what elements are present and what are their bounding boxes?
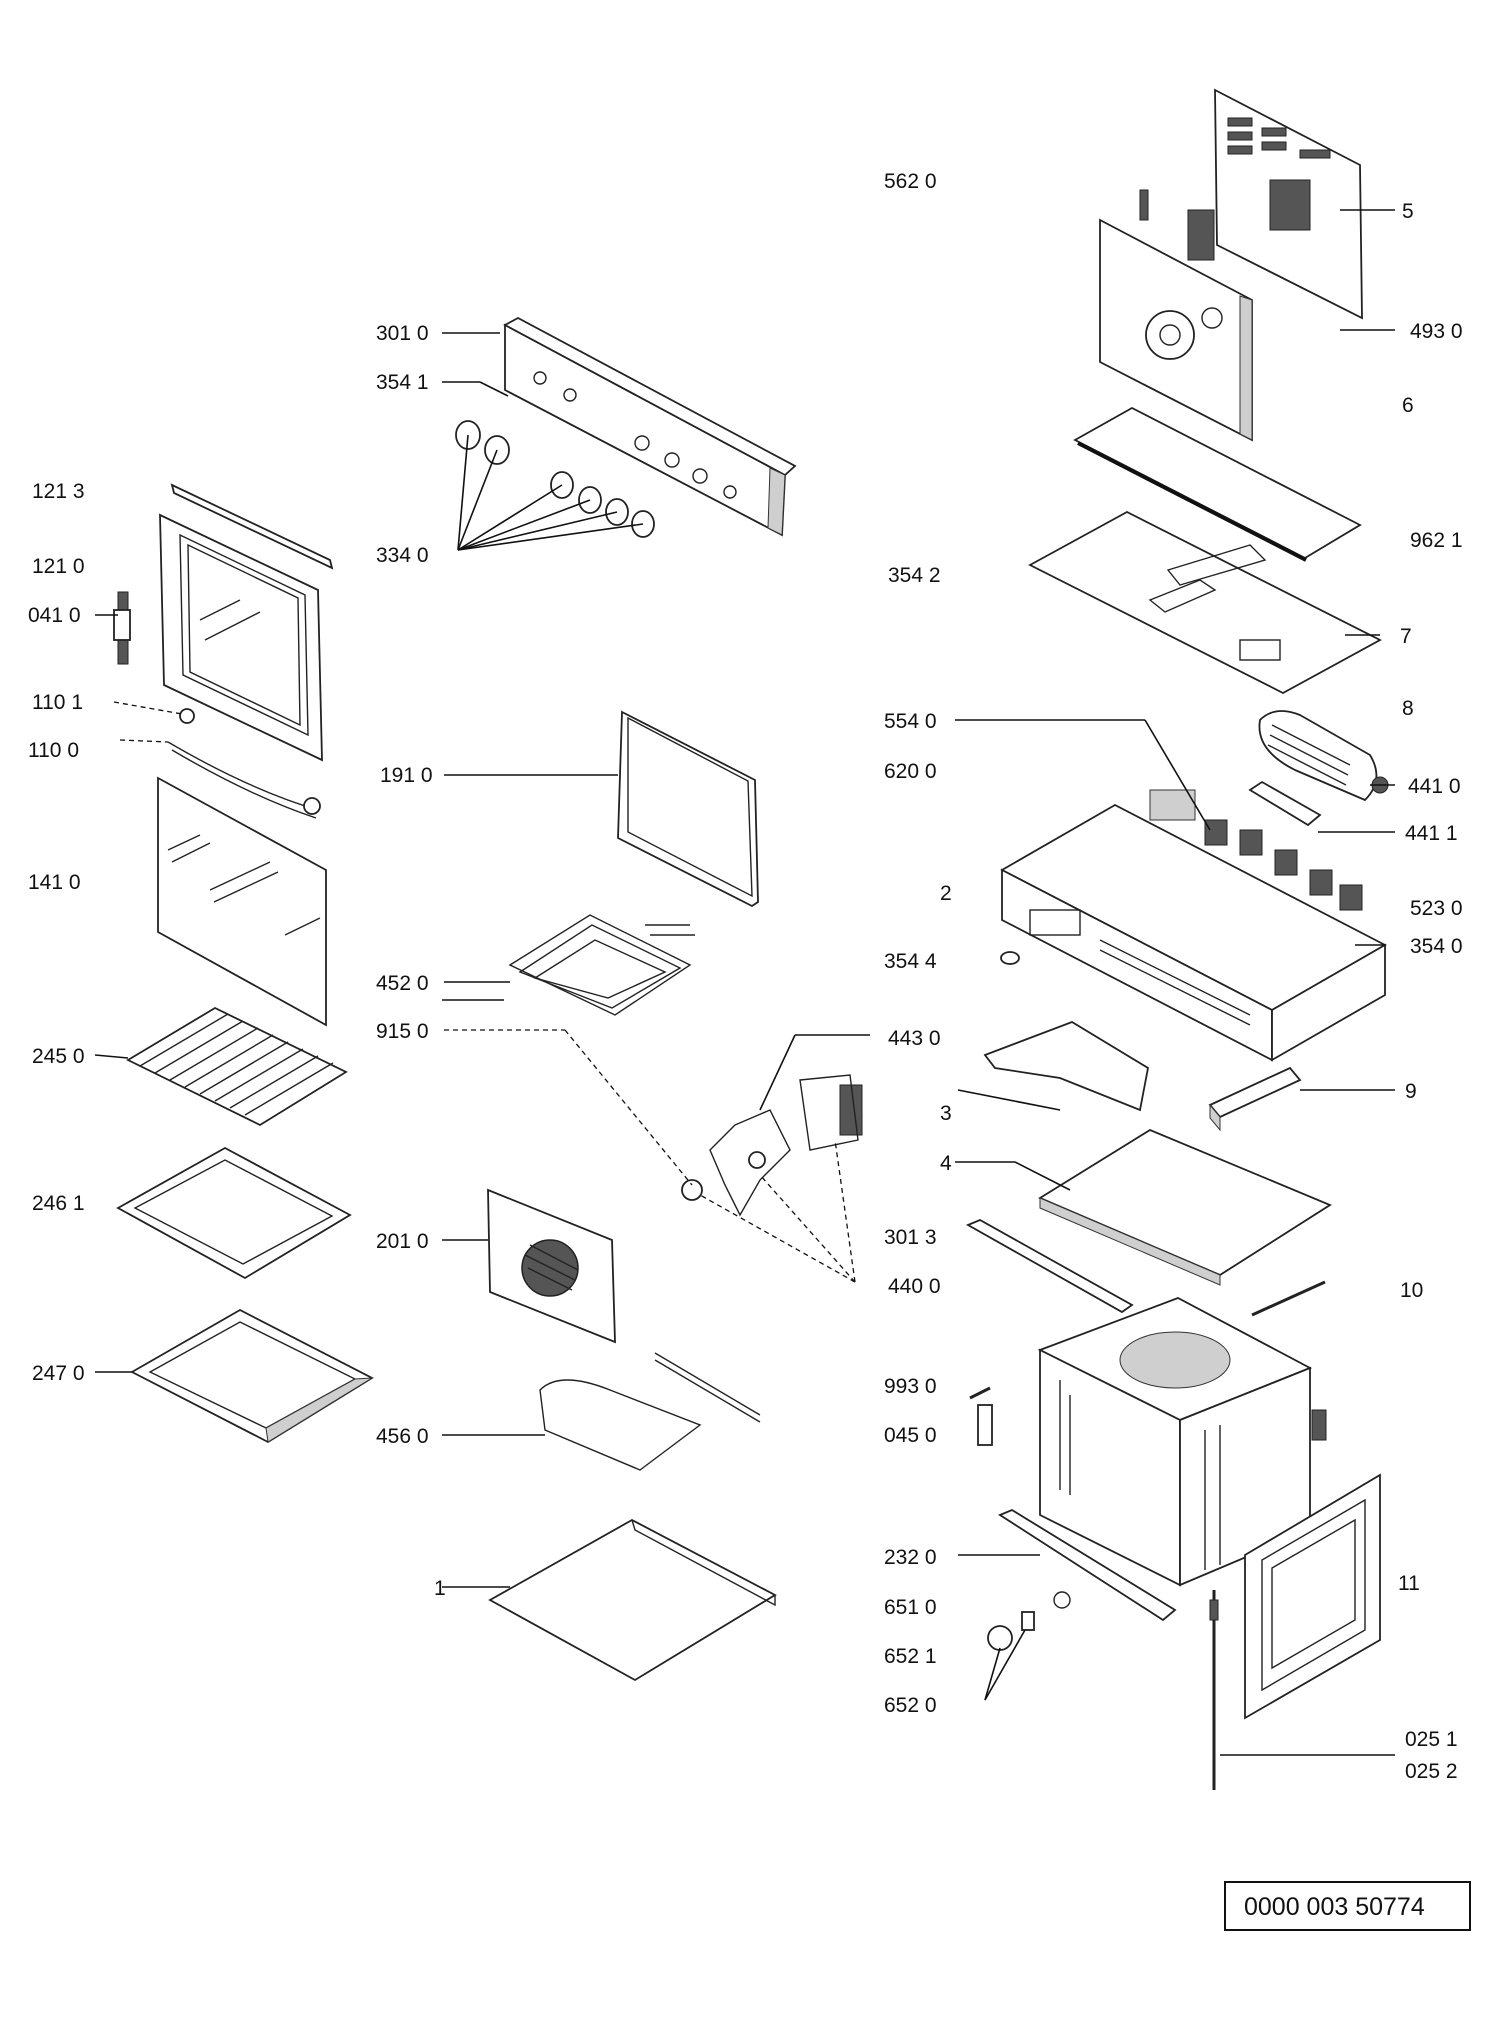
label-191-0: 191 0: [380, 764, 433, 787]
label-962-1: 962 1: [1410, 529, 1463, 552]
door-handle: [167, 708, 321, 819]
label-440-0: 440 0: [888, 1275, 941, 1298]
document-code-box: 0000 003 50774: [1224, 1881, 1471, 1931]
grill-heating-element: [508, 914, 695, 1016]
label-141-0: 141 0: [28, 871, 81, 894]
label-11: 11: [1398, 1572, 1420, 1595]
label-354-1: 354 1: [376, 371, 429, 394]
outer-door: [1244, 1473, 1381, 1720]
control-housing: [1000, 789, 1387, 1062]
retaining-clip: [1139, 189, 1149, 221]
label-110-0: 110 0: [28, 739, 79, 762]
label-245-0: 245 0: [32, 1045, 85, 1068]
label-915-0: 915 0: [376, 1020, 429, 1043]
label-6: 6: [1402, 394, 1414, 417]
label-247-0: 247 0: [32, 1362, 85, 1385]
label-354-4: 354 4: [884, 950, 937, 973]
document-code: 0000 003 50774: [1244, 1893, 1425, 1921]
label-9: 9: [1405, 1080, 1417, 1103]
label-301-0: 301 0: [376, 322, 429, 345]
label-8: 8: [1402, 697, 1414, 720]
label-045-0: 045 0: [884, 1424, 937, 1447]
tangential-cooling-fan: [1258, 710, 1389, 802]
inner-door-frame: [159, 513, 323, 762]
door-top-trim: [170, 483, 334, 570]
rear-wiring-panel: [1214, 88, 1363, 320]
label-443-0: 443 0: [888, 1027, 941, 1050]
label-2: 2: [940, 882, 952, 905]
label-354-0: 354 0: [1410, 935, 1463, 958]
baking-tray-deep: [130, 1308, 374, 1444]
label-652-1: 652 1: [884, 1645, 937, 1668]
fan-cover: [487, 1188, 616, 1344]
label-110-1: 110 1: [32, 691, 83, 714]
oven-liner-panel: [617, 710, 759, 908]
thermostat-knob: [987, 1591, 1071, 1651]
control-panel-bar: [503, 316, 797, 537]
oven-cavity: [1037, 1297, 1327, 1587]
label-121-0: 121 0: [32, 555, 85, 578]
door-hinge: [113, 591, 131, 665]
wire-rack: [126, 1006, 348, 1127]
label-10: 10: [1400, 1279, 1423, 1302]
support-rod: [1251, 1280, 1326, 1317]
mounting-screw: [1000, 951, 1020, 965]
convection-fan: [681, 1074, 863, 1217]
label-246-1: 246 1: [32, 1192, 85, 1215]
label-025-2: 025 2: [1405, 1760, 1458, 1783]
handle-leader: [119, 739, 169, 743]
knob-leaders: [457, 434, 644, 551]
hinge-receiver: [977, 1404, 993, 1446]
bottom-plate: [488, 1518, 777, 1682]
label-651-0: 651 0: [884, 1596, 937, 1619]
label-301-3: 301 3: [884, 1226, 937, 1249]
label-041-0: 041 0: [28, 604, 81, 627]
label-334-0: 334 0: [376, 544, 429, 567]
label-452-0: 452 0: [376, 972, 429, 995]
knob-part-leaders: [984, 1629, 1026, 1701]
label-201-0: 201 0: [376, 1230, 429, 1253]
lamp-cover: [969, 1386, 991, 1400]
label-620-0: 620 0: [884, 760, 937, 783]
support-bracket: [983, 1021, 1150, 1112]
label-554-0: 554 0: [884, 710, 937, 733]
front-trim-strip: [998, 1508, 1177, 1622]
baking-tray-shallow: [116, 1146, 352, 1280]
door-hinge-bar: [1209, 1590, 1219, 1790]
label-4: 4: [940, 1152, 952, 1175]
top-cover: [1028, 510, 1382, 695]
side-rail: [965, 1219, 1134, 1314]
label-354-2: 354 2: [888, 564, 941, 587]
part-labels: 121 3 121 0 041 0 110 1 110 0 141 0 245 …: [28, 170, 1463, 1783]
gasket-strip: [1073, 406, 1362, 562]
door-glass-panel: [157, 776, 327, 1027]
label-493-0: 493 0: [1410, 320, 1463, 343]
label-3: 3: [940, 1102, 952, 1125]
label-562-0: 562 0: [884, 170, 937, 193]
leader-lines: [94, 209, 1395, 1756]
label-441-0: 441 0: [1408, 775, 1461, 798]
label-232-0: 232 0: [884, 1546, 937, 1569]
label-025-1: 025 1: [1405, 1728, 1458, 1751]
label-441-1: 441 1: [1405, 822, 1458, 845]
label-523-0: 523 0: [1410, 897, 1463, 920]
label-7: 7: [1400, 625, 1412, 648]
oven-top-plate: [1038, 1128, 1332, 1286]
back-plate: [1099, 209, 1253, 442]
label-1: 1: [434, 1577, 446, 1600]
bottom-heating-element: [539, 1352, 761, 1471]
label-652-0: 652 0: [884, 1694, 937, 1717]
label-121-3: 121 3: [32, 480, 85, 503]
fan-bracket: [1248, 780, 1322, 827]
air-deflector-strip: [1208, 1066, 1302, 1132]
label-993-0: 993 0: [884, 1375, 937, 1398]
label-456-0: 456 0: [376, 1425, 429, 1448]
label-5: 5: [1402, 200, 1414, 223]
fan-blade-leaders: [444, 1029, 856, 1283]
